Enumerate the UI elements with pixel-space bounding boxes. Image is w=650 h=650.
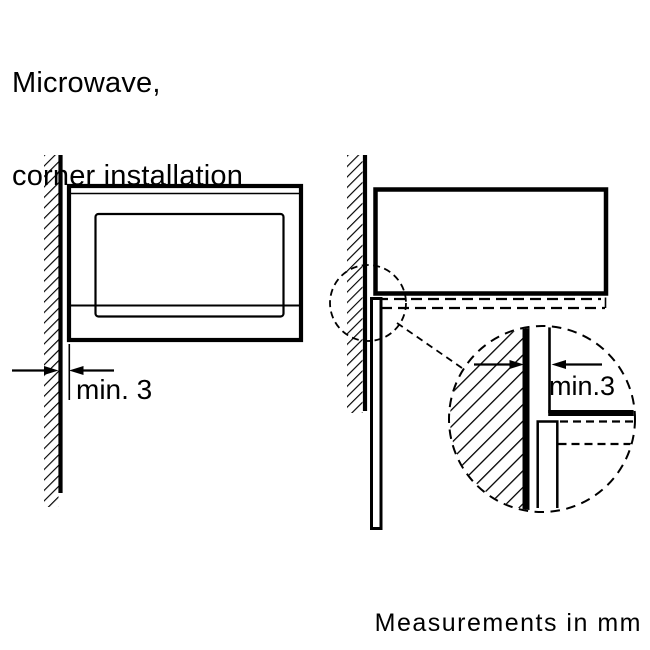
zoom-indicator-circle <box>329 264 407 342</box>
page-title-line1: Microwave, <box>12 67 161 99</box>
front-dimension-arrow-left <box>12 366 59 375</box>
microwave-door-window <box>94 212 285 318</box>
front-clearance-label: min. 3 <box>76 374 153 405</box>
detail-dimension-arrow-right <box>551 360 602 369</box>
open-door-panel <box>370 297 383 530</box>
detail-view <box>448 325 636 513</box>
front-wall-hatch <box>44 155 59 507</box>
detail-circle-outline <box>448 325 636 513</box>
front-view-diagram <box>12 155 304 507</box>
cabinet-outline <box>373 187 609 296</box>
detail-leader-line <box>396 322 463 369</box>
detail-wall-hatch <box>450 327 523 511</box>
front-dimension-arrow-right <box>69 366 114 375</box>
detail-dimension-arrow-left <box>474 360 524 369</box>
detail-clearance-label: min.3 <box>549 371 616 401</box>
detail-open-door-panel <box>536 420 559 508</box>
top-view-diagram <box>329 155 609 530</box>
corner-wall-hatch <box>347 155 363 413</box>
units-caption: Measurements in mm <box>374 609 642 637</box>
